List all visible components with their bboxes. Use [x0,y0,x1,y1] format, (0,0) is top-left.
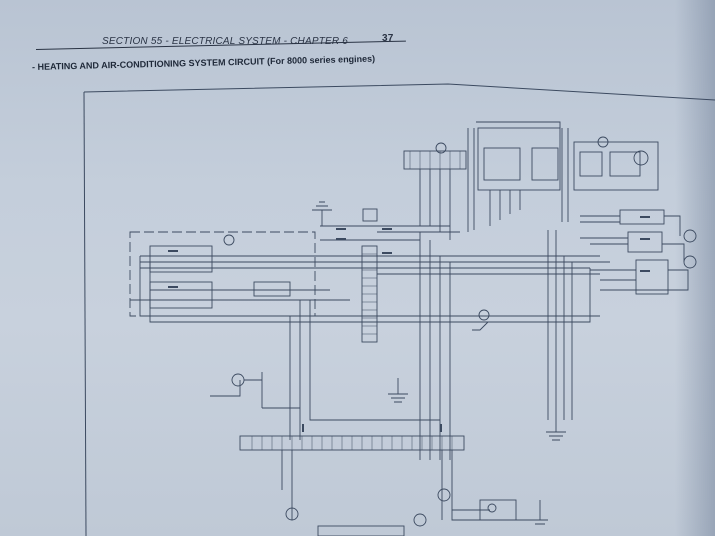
bottom-box [317,525,405,536]
sensor-icon-2 [683,255,697,269]
resistor-block [253,281,291,297]
fan-motor-icon [633,150,649,166]
blower-switch [531,147,559,181]
right-module-1 [619,209,665,225]
frame-left [83,91,87,536]
control-module-box [129,231,316,317]
sensor-icon-1 [683,229,697,243]
relay-2 [149,281,213,309]
switch-marker-icon [478,309,490,321]
relay-1 [149,245,213,273]
ground-symbol-2 [388,378,408,403]
ground-symbol-1 [312,201,332,226]
compressor-marker-icon [487,503,497,513]
right-module-3 [635,259,669,295]
clutch-icon [413,513,427,527]
fuse-icon [437,488,451,502]
compressor-module [479,499,517,521]
connector-marker-icon [435,142,447,154]
motor-symbol-icon [231,373,245,387]
section-heading: SECTION 55 - ELECTRICAL SYSTEM - CHAPTER… [102,36,349,47]
frame-top [83,83,715,101]
pressure-switch [458,321,498,331]
page-shadow [675,0,715,536]
ac-marker-icon [597,136,609,148]
ac-relay [579,151,603,177]
top-connector-left [403,150,467,170]
right-module-2 [627,231,663,253]
module-marker-icon [223,234,235,246]
ac-control-box [573,141,659,191]
ac-thermostat [609,151,641,177]
ground-symbol-4 [532,500,548,525]
lamp-icon [285,507,299,521]
blower-motor [483,147,521,181]
connector-cap [362,208,378,222]
ground-symbol-3 [546,420,566,441]
page-number: 37 [382,33,394,44]
blower-unit-box [477,127,561,191]
